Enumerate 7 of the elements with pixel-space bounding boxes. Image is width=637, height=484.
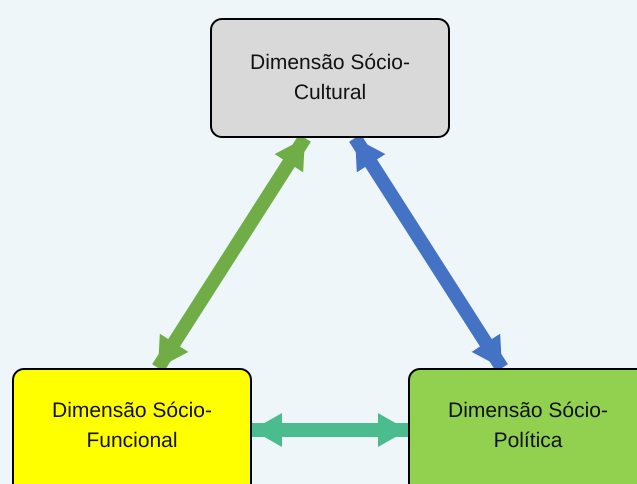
dimension-box bbox=[408, 368, 637, 484]
dimension-box bbox=[210, 18, 450, 138]
box-label: Dimensão Sócio-Política bbox=[447, 398, 609, 454]
box-label: Dimensão Sócio-Funcional bbox=[51, 398, 213, 454]
box-label: Dimensão Sócio-Cultural bbox=[249, 50, 411, 106]
double-arrow bbox=[252, 413, 408, 447]
dimension-box bbox=[12, 368, 252, 484]
